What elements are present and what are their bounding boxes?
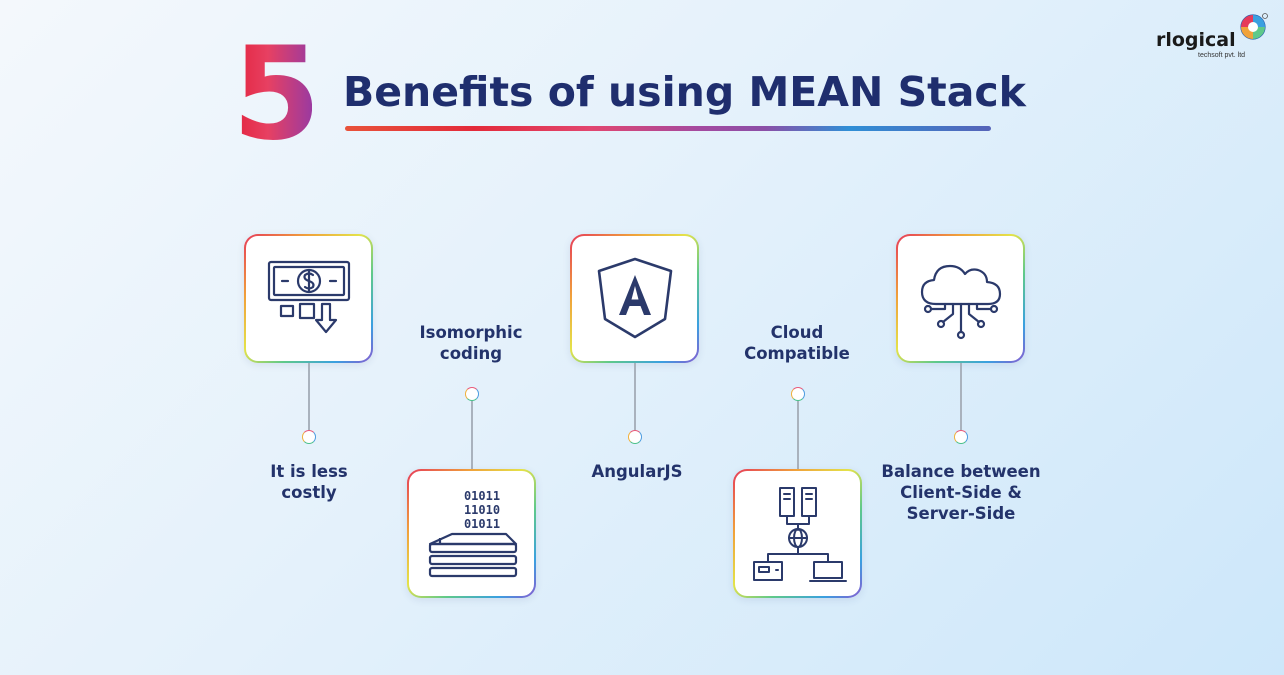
benefit-label-angular: AngularJS	[591, 462, 683, 481]
benefit-card-cloud	[733, 469, 862, 598]
connector-dot-balance	[954, 430, 968, 444]
benefit-label-cost: It is less costly	[270, 462, 348, 502]
logo-globe-icon	[1240, 13, 1268, 40]
svg-text:01011: 01011	[463, 517, 499, 531]
money-down-icon	[267, 260, 350, 333]
benefit-card-isomorphic: 01011 11010 01011	[407, 469, 536, 598]
benefit-card-angular	[570, 234, 699, 363]
benefit-card-cost	[244, 234, 373, 363]
svg-text:01011: 01011	[463, 489, 499, 503]
benefit-label-balance: Balance between Client-Side & Server-Sid…	[881, 462, 1041, 523]
server-network-icon	[752, 486, 847, 582]
connector-dot-cloud	[791, 387, 805, 401]
svg-text:11010: 11010	[463, 503, 499, 517]
cloud-circuit-icon	[920, 264, 1001, 339]
connector-line-balance	[960, 363, 962, 431]
title-underline	[345, 126, 991, 131]
connector-dot-angular	[628, 430, 642, 444]
connector-dot-cost	[302, 430, 316, 444]
benefit-card-balance	[896, 234, 1025, 363]
binary-stack-icon: 01011 11010 01011	[428, 489, 517, 577]
logo-tagline: techsoft pvt. ltd	[1198, 52, 1246, 59]
angular-icon	[597, 257, 672, 338]
benefit-label-cloud: Cloud Compatible	[744, 323, 850, 363]
benefit-label-isomorphic: Isomorphic coding	[419, 323, 523, 363]
logo-name: rlogical	[1156, 29, 1236, 51]
connector-line-cloud	[797, 401, 799, 470]
page-title: Benefits of using MEAN Stack	[343, 68, 1026, 116]
big-number-five: 5	[232, 20, 321, 169]
connector-line-cost	[308, 363, 310, 431]
connector-line-isomorphic	[471, 401, 473, 470]
connector-dot-isomorphic	[465, 387, 479, 401]
connector-line-angular	[634, 363, 636, 431]
